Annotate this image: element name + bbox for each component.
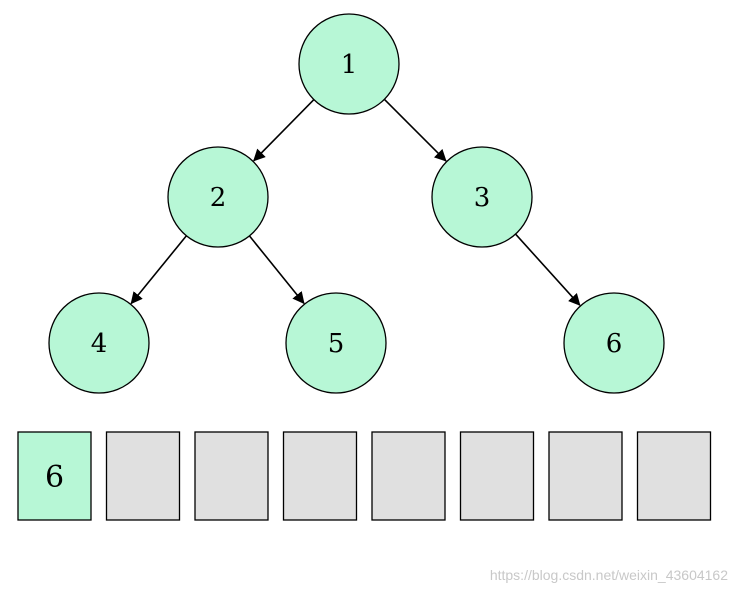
node-label: 2 bbox=[210, 183, 227, 213]
array-cell-box-empty bbox=[194, 431, 269, 521]
edge-2-to-4 bbox=[130, 235, 188, 305]
node-label: 3 bbox=[474, 183, 491, 213]
node-circle bbox=[48, 292, 150, 394]
watermark-text: https://blog.csdn.net/weixin_43604162 bbox=[489, 567, 728, 583]
array-cell-4 bbox=[371, 431, 446, 521]
array-cell-box-empty bbox=[548, 431, 623, 521]
array-cell-7 bbox=[636, 431, 712, 521]
node-label: 5 bbox=[328, 329, 345, 359]
node-circle bbox=[431, 146, 533, 248]
array-cell-6 bbox=[548, 431, 623, 521]
array-cell-box-empty bbox=[636, 431, 712, 521]
array-cells: 6 bbox=[17, 431, 712, 521]
array-cell-box-filled bbox=[17, 431, 92, 521]
tree-edges bbox=[130, 98, 581, 306]
array-cell-box-empty bbox=[459, 431, 535, 521]
edge-2-to-5 bbox=[248, 235, 305, 305]
tree-node-5: 5 bbox=[285, 292, 387, 394]
node-circle bbox=[563, 292, 665, 394]
node-label: 4 bbox=[91, 329, 108, 359]
edge-1-to-3 bbox=[383, 98, 447, 162]
node-circle bbox=[298, 13, 400, 115]
tree-node-1: 1 bbox=[298, 13, 400, 115]
node-label: 1 bbox=[341, 50, 358, 80]
array-cell-box-empty bbox=[282, 431, 358, 521]
array-cell-value: 6 bbox=[45, 460, 64, 495]
array-cell-3 bbox=[282, 431, 358, 521]
tree-node-3: 3 bbox=[431, 146, 533, 248]
tree-nodes: 1 2 3 4 5 6 bbox=[48, 13, 665, 394]
tree-node-4: 4 bbox=[48, 292, 150, 394]
edge-1-to-2 bbox=[253, 99, 315, 162]
array-cell-5 bbox=[459, 431, 535, 521]
node-circle bbox=[167, 146, 269, 248]
node-label: 6 bbox=[606, 329, 623, 359]
edge-3-to-6 bbox=[514, 233, 581, 306]
array-cell-2 bbox=[194, 431, 269, 521]
array-cell-1 bbox=[105, 431, 181, 521]
node-circle bbox=[285, 292, 387, 394]
tree-node-2: 2 bbox=[167, 146, 269, 248]
array-cell-0: 6 bbox=[17, 431, 92, 521]
array-cell-box-empty bbox=[105, 431, 181, 521]
tree-node-6: 6 bbox=[563, 292, 665, 394]
array-cell-box-empty bbox=[371, 431, 446, 521]
